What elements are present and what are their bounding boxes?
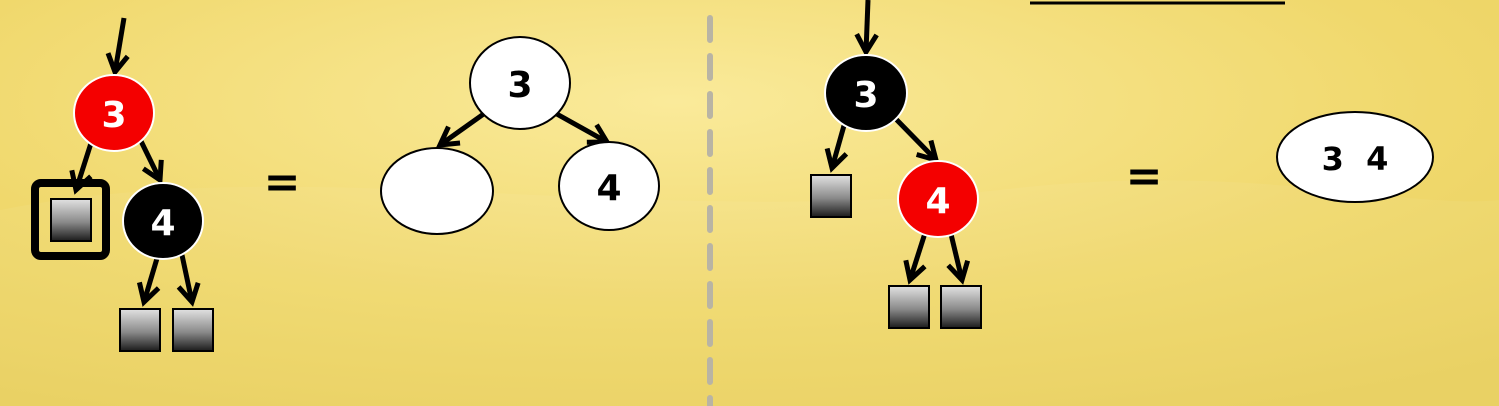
white-node-4 xyxy=(558,141,660,231)
nil-leaf xyxy=(810,174,852,218)
right-rb-tree: 3 4 xyxy=(810,0,982,329)
black-node-3-label: 3 xyxy=(853,75,878,116)
background-swoosh xyxy=(0,180,1499,406)
black-node-4 xyxy=(122,182,204,260)
right-merged-node: 3 4 xyxy=(1276,111,1434,203)
edge-root-right xyxy=(890,113,940,164)
nil-leaf-highlighted xyxy=(50,198,92,242)
equals-sign-right: = xyxy=(1126,151,1163,202)
left-two-three-tree: 3 4 xyxy=(380,36,660,235)
root-pointer-arrow xyxy=(854,0,879,58)
edge-child-right xyxy=(946,229,971,285)
edge-23-left xyxy=(435,110,487,148)
edge-23-right xyxy=(553,110,612,145)
equals-sign-left: = xyxy=(264,157,301,208)
root-pointer-arrow xyxy=(105,17,130,77)
nil-leaf xyxy=(888,285,930,329)
nil-leaf xyxy=(172,308,214,352)
red-node-3 xyxy=(73,74,155,152)
white-node-3 xyxy=(469,36,571,130)
white-node-3-4 xyxy=(1276,111,1434,203)
white-node-3-label: 3 xyxy=(507,65,532,106)
white-node-4-label: 4 xyxy=(596,168,621,209)
nil-leaf xyxy=(119,308,161,352)
edge-child-left xyxy=(136,254,161,307)
red-node-3-label: 3 xyxy=(101,95,126,136)
edge-child-left xyxy=(903,229,929,285)
red-node-4 xyxy=(897,160,979,238)
edge-child-right xyxy=(176,254,201,307)
white-node-3-4-label: 3 4 xyxy=(1322,140,1389,178)
black-node-4-label: 4 xyxy=(150,203,175,244)
edge-root-right xyxy=(135,133,164,185)
white-node-empty xyxy=(380,147,494,235)
black-node-3 xyxy=(824,54,908,132)
nil-leaf xyxy=(940,285,982,329)
edge-root-left xyxy=(824,121,849,173)
left-rb-tree: 3 4 xyxy=(31,17,214,352)
red-node-4-label: 4 xyxy=(925,181,950,222)
highlight-box xyxy=(31,179,110,260)
